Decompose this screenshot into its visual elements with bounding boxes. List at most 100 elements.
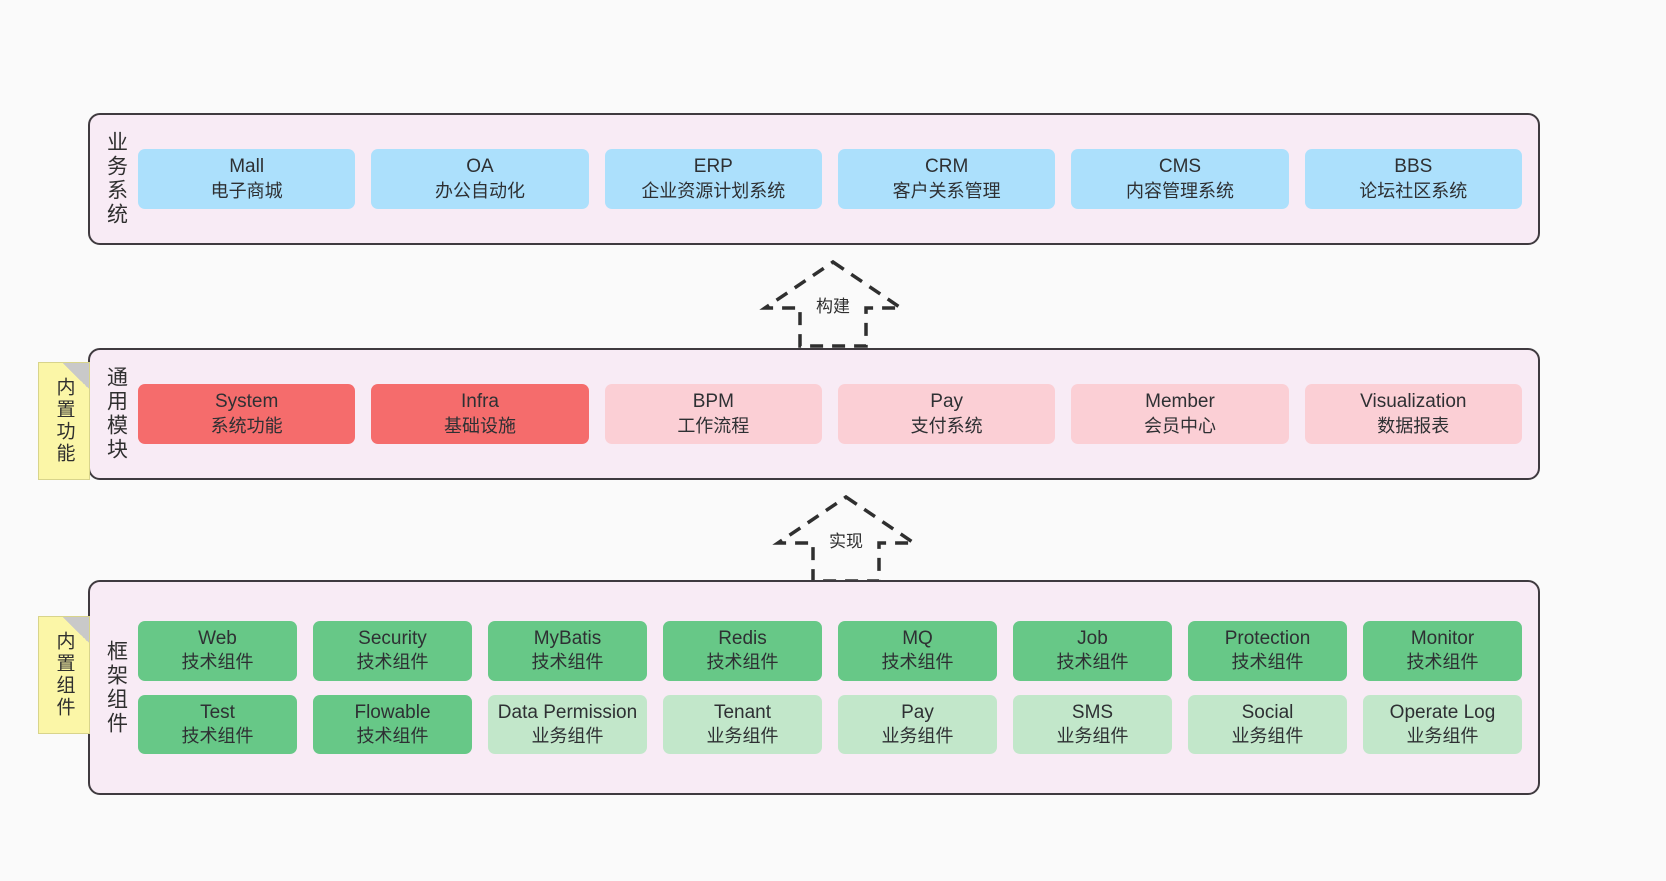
module-card-title: System xyxy=(214,391,279,413)
module-card-erp[interactable]: ERP 企业资源计划系统 xyxy=(604,149,822,209)
module-card-title: MQ xyxy=(902,628,933,650)
module-card-operate-log[interactable]: Operate Log 业务组件 xyxy=(1363,694,1522,754)
module-card-subtitle: 基础设施 xyxy=(443,415,516,436)
module-card-redis[interactable]: Redis 技术组件 xyxy=(663,621,822,681)
module-card-subtitle: 业务组件 xyxy=(1056,725,1129,746)
module-card-bpm[interactable]: BPM 工作流程 xyxy=(604,384,822,444)
sticky-note-builtin-components: 内置组件 xyxy=(38,616,90,734)
module-card-subtitle: 技术组件 xyxy=(1231,652,1304,673)
module-card-job[interactable]: Job 技术组件 xyxy=(1013,621,1172,681)
module-card-subtitle: 技术组件 xyxy=(181,725,254,746)
layer-row: Test 技术组件 Flowable 技术组件 Data Permission … xyxy=(138,694,1522,754)
sticky-note-label: 内置功能 xyxy=(53,377,75,465)
layer-framework-components: 框架组件 Web 技术组件 Security 技术组件 MyBatis 技术组件… xyxy=(88,580,1540,795)
module-card-title: Web xyxy=(198,628,237,650)
module-card-subtitle: 业务组件 xyxy=(1231,725,1304,746)
module-card-bbs[interactable]: BBS 论坛社区系统 xyxy=(1304,149,1522,209)
connector-label-build: 构建 xyxy=(816,297,850,316)
connector-build: 构建 xyxy=(759,258,907,348)
module-card-flowable[interactable]: Flowable 技术组件 xyxy=(313,694,472,754)
sticky-note-builtin-features: 内置功能 xyxy=(38,362,90,480)
module-card-pay-business[interactable]: Pay 业务组件 xyxy=(838,694,997,754)
module-card-title: Redis xyxy=(718,628,767,650)
module-card-subtitle: 技术组件 xyxy=(706,652,779,673)
layer-body-business-systems: Mall 电子商城 OA 办公自动化 ERP 企业资源计划系统 CRM 客户关系… xyxy=(138,121,1530,237)
module-card-oa[interactable]: OA 办公自动化 xyxy=(371,149,589,209)
dashed-up-arrow-icon xyxy=(759,259,907,348)
layer-row: System 系统功能 Infra 基础设施 BPM 工作流程 Pay 支付系统… xyxy=(138,384,1522,444)
module-card-title: Job xyxy=(1077,628,1108,650)
module-card-subtitle: 技术组件 xyxy=(356,725,429,746)
module-card-social[interactable]: Social 业务组件 xyxy=(1188,694,1347,754)
module-card-title: Flowable xyxy=(354,701,431,723)
layer-title-common-modules: 通用模块 xyxy=(104,366,128,462)
module-card-security[interactable]: Security 技术组件 xyxy=(313,621,472,681)
module-card-monitor[interactable]: Monitor 技术组件 xyxy=(1363,621,1522,681)
module-card-subtitle: 业务组件 xyxy=(706,725,779,746)
module-card-title: Security xyxy=(358,628,427,650)
layer-title-framework-components: 框架组件 xyxy=(104,639,128,736)
module-card-cms[interactable]: CMS 内容管理系统 xyxy=(1071,149,1289,209)
module-card-title: Operate Log xyxy=(1389,701,1496,723)
module-card-title: ERP xyxy=(693,156,733,178)
module-card-title: Member xyxy=(1145,391,1215,413)
module-card-subtitle: 办公自动化 xyxy=(434,180,525,201)
layer-body-common-modules: System 系统功能 Infra 基础设施 BPM 工作流程 Pay 支付系统… xyxy=(138,356,1530,472)
module-card-subtitle: 技术组件 xyxy=(356,652,429,673)
module-card-title: Test xyxy=(200,701,235,723)
module-card-tenant[interactable]: Tenant 业务组件 xyxy=(663,694,822,754)
module-card-subtitle: 系统功能 xyxy=(210,415,283,436)
module-card-mq[interactable]: MQ 技术组件 xyxy=(838,621,997,681)
module-card-title: Pay xyxy=(930,391,964,413)
module-card-web[interactable]: Web 技术组件 xyxy=(138,621,297,681)
module-card-title: Visualization xyxy=(1360,391,1467,413)
module-card-title: Protection xyxy=(1224,628,1311,650)
module-card-title: Mall xyxy=(229,156,265,178)
module-card-sms[interactable]: SMS 业务组件 xyxy=(1013,694,1172,754)
module-card-subtitle: 技术组件 xyxy=(531,652,604,673)
module-card-title: BBS xyxy=(1394,156,1433,178)
layer-business-systems: 业务系统 Mall 电子商城 OA 办公自动化 ERP 企业资源计划系统 CRM… xyxy=(88,113,1540,245)
module-card-crm[interactable]: CRM 客户关系管理 xyxy=(837,149,1056,209)
connector-label-implement: 实现 xyxy=(829,532,863,551)
module-card-pay[interactable]: Pay 支付系统 xyxy=(837,384,1056,444)
module-card-title: Data Permission xyxy=(497,701,638,723)
module-card-subtitle: 论坛社区系统 xyxy=(1359,180,1468,201)
module-card-title: Pay xyxy=(901,701,934,723)
module-card-subtitle: 技术组件 xyxy=(181,652,254,673)
module-card-mybatis[interactable]: MyBatis 技术组件 xyxy=(488,621,647,681)
module-card-title: Social xyxy=(1241,701,1294,723)
module-card-subtitle: 企业资源计划系统 xyxy=(641,180,786,201)
layer-row: Web 技术组件 Security 技术组件 MyBatis 技术组件 Redi… xyxy=(138,621,1522,681)
module-card-protection[interactable]: Protection 技术组件 xyxy=(1188,621,1347,681)
module-card-visualization[interactable]: Visualization 数据报表 xyxy=(1304,384,1522,444)
module-card-subtitle: 技术组件 xyxy=(881,652,954,673)
layer-common-modules: 通用模块 System 系统功能 Infra 基础设施 BPM 工作流程 Pay… xyxy=(88,348,1540,480)
module-card-title: SMS xyxy=(1071,701,1114,723)
connector-implement: 实现 xyxy=(772,493,920,583)
module-card-subtitle: 支付系统 xyxy=(910,415,983,436)
module-card-infra[interactable]: Infra 基础设施 xyxy=(371,384,589,444)
module-card-title: Tenant xyxy=(713,701,772,723)
layer-body-framework-components: Web 技术组件 Security 技术组件 MyBatis 技术组件 Redi… xyxy=(138,588,1530,787)
module-card-member[interactable]: Member 会员中心 xyxy=(1071,384,1289,444)
module-card-subtitle: 电子商城 xyxy=(210,180,283,201)
module-card-subtitle: 业务组件 xyxy=(1406,725,1479,746)
module-card-title: MyBatis xyxy=(533,628,602,650)
module-card-data-permission[interactable]: Data Permission 业务组件 xyxy=(488,694,647,754)
module-card-subtitle: 客户关系管理 xyxy=(892,180,1001,201)
module-card-subtitle: 内容管理系统 xyxy=(1125,180,1234,201)
sticky-note-label: 内置组件 xyxy=(53,631,75,719)
layer-row: Mall 电子商城 OA 办公自动化 ERP 企业资源计划系统 CRM 客户关系… xyxy=(138,149,1522,209)
module-card-title: OA xyxy=(466,156,494,178)
module-card-subtitle: 技术组件 xyxy=(1056,652,1129,673)
module-card-title: Monitor xyxy=(1410,628,1475,650)
module-card-subtitle: 工作流程 xyxy=(677,415,750,436)
layer-title-business-systems: 业务系统 xyxy=(104,131,128,227)
module-card-system[interactable]: System 系统功能 xyxy=(138,384,356,444)
module-card-subtitle: 技术组件 xyxy=(1406,652,1479,673)
module-card-test[interactable]: Test 技术组件 xyxy=(138,694,297,754)
module-card-subtitle: 业务组件 xyxy=(881,725,954,746)
module-card-mall[interactable]: Mall 电子商城 xyxy=(138,149,356,209)
